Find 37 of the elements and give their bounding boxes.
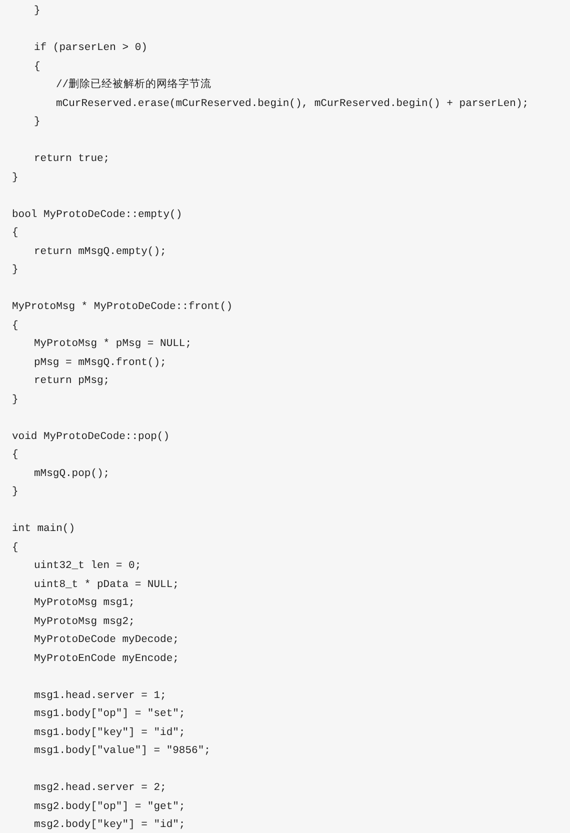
code-line: msg1.body["op"] = "set"; [34, 707, 186, 721]
code-line: MyProtoMsg * MyProtoDeCode::front() [12, 300, 233, 314]
code-line: } [34, 115, 40, 129]
code-line: bool MyProtoDeCode::empty() [12, 208, 182, 222]
code-line: msg1.body["key"] = "id"; [34, 726, 186, 740]
code-line: } [12, 485, 18, 499]
code-line: //删除已经被解析的网络字节流 [56, 78, 212, 92]
code-line: MyProtoMsg msg2; [34, 614, 135, 628]
code-line: { [12, 318, 18, 332]
code-line: { [12, 226, 18, 240]
code-line: msg2.head.server = 2; [34, 781, 166, 795]
code-line: uint32_t len = 0; [34, 559, 142, 573]
code-line: mCurReserved.erase(mCurReserved.begin(), mCurReserved.begin() + parserLen); [56, 96, 529, 110]
code-line: MyProtoDeCode myDecode; [34, 633, 179, 647]
code-line: } [12, 392, 18, 406]
code-line: return pMsg; [34, 374, 110, 388]
code-line: msg1.head.server = 1; [34, 688, 166, 702]
code-line: if (parserLen > 0) [34, 41, 148, 55]
code-line: void MyProtoDeCode::pop() [12, 430, 170, 444]
code-line: msg1.body["value"] = "9856"; [34, 744, 210, 758]
code-line: mMsgQ.pop(); [34, 466, 110, 480]
code-line: { [12, 448, 18, 462]
code-line: int main() [12, 522, 76, 536]
code-line: { [12, 540, 18, 554]
code-line: } [12, 263, 18, 277]
code-line: { [34, 60, 40, 74]
code-line: return true; [34, 152, 110, 166]
code-line: pMsg = mMsgQ.front(); [34, 356, 166, 370]
code-line: MyProtoEnCode myEncode; [34, 652, 179, 666]
code-line: msg2.body["key"] = "id"; [34, 818, 186, 832]
code-line: MyProtoMsg msg1; [34, 596, 135, 610]
code-line: uint8_t * pData = NULL; [34, 578, 179, 592]
code-line: } [12, 170, 18, 184]
code-line: } [34, 4, 40, 18]
code-line: return mMsgQ.empty(); [34, 244, 166, 258]
code-line: msg2.body["op"] = "get"; [34, 800, 186, 814]
code-line: MyProtoMsg * pMsg = NULL; [34, 337, 192, 351]
